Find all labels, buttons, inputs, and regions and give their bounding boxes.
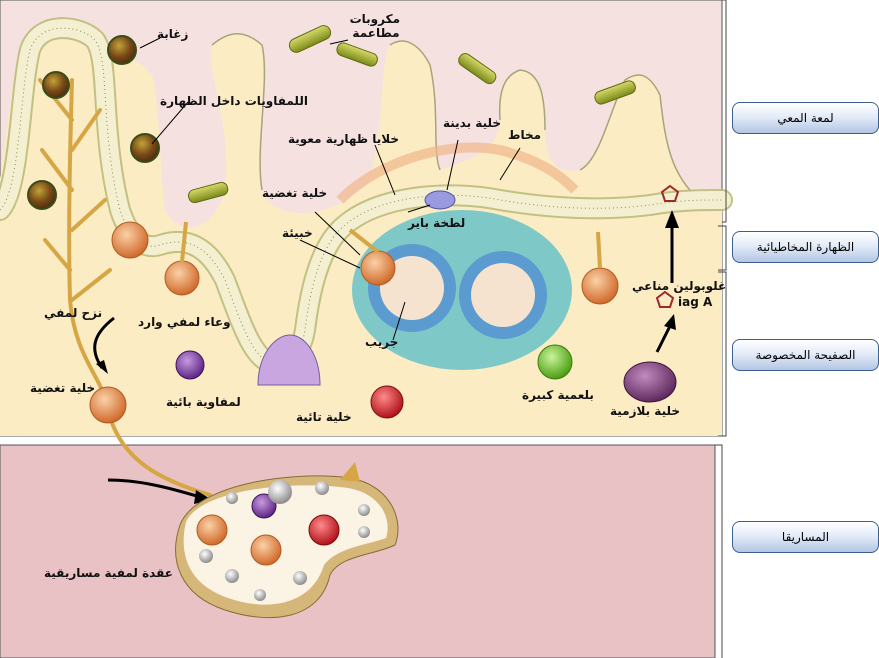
label-villus: زغابة [157, 27, 189, 41]
label-b-cell: لمفاوية بائية [166, 395, 241, 409]
goblet-cell [424, 190, 456, 210]
label-plasma-cell: خلية بلازمية [610, 404, 681, 418]
crypt-cell [257, 334, 321, 386]
label-goblet-cell: خلية بدينة [443, 116, 502, 130]
label-t-cell: خلية تائية [296, 410, 352, 424]
t-cell-shape [370, 385, 404, 419]
sidebar-mesentery-button[interactable]: المساريقا [732, 521, 879, 553]
label-peyers-patch: لطخة باير [408, 216, 466, 230]
intraepithelial-lymphocytes [27, 35, 160, 210]
macrophage-shape [537, 344, 573, 380]
dendritic-cells [89, 221, 619, 424]
label-mucus: مخاط [508, 128, 542, 142]
sidebar-lamina-propria-button[interactable]: الصفيحة المخصوصة [732, 339, 879, 371]
mesenteric-node-shape [175, 462, 399, 619]
leader-lines [139, 37, 521, 341]
label-lymph-drainage: نزح لمفي [44, 306, 103, 320]
label-crypt: خبيئة [282, 226, 313, 240]
label-mesenteric-node: عقدة لمفية مساريقية [44, 566, 173, 580]
label-macrophage: بلعمية كبيرة [522, 388, 594, 402]
sidebar-brackets [715, 0, 727, 658]
sidebar-epithelium-button[interactable]: الظهارة المخاطيائية [732, 231, 879, 263]
label-dendritic-lower: خلية تغضية [30, 381, 96, 395]
label-secretory-iga: غلوبولين مناعي [632, 279, 727, 293]
mucus-layer [336, 142, 579, 204]
iga-molecules [655, 184, 680, 308]
label-follicle: جريب [365, 335, 399, 349]
label-bacteria: مكروبات مطاعمة [349, 12, 400, 40]
plasma-cell-shape [623, 361, 677, 403]
label-iga: iag A [678, 295, 713, 309]
label-afferent-lymph: وعاء لمفي وارد [138, 315, 231, 329]
label-dendritic-upper: خلية تغضية [262, 186, 328, 200]
bacteria [187, 25, 636, 204]
b-cell-shape [175, 350, 205, 380]
label-intraepithelial: اللمفاويات داخل الظهارة [160, 94, 308, 108]
sidebar-lumen-button[interactable]: لمعة المعي [732, 102, 879, 134]
label-epithelial-cells: خلايا ظهارية معوية [288, 132, 400, 146]
